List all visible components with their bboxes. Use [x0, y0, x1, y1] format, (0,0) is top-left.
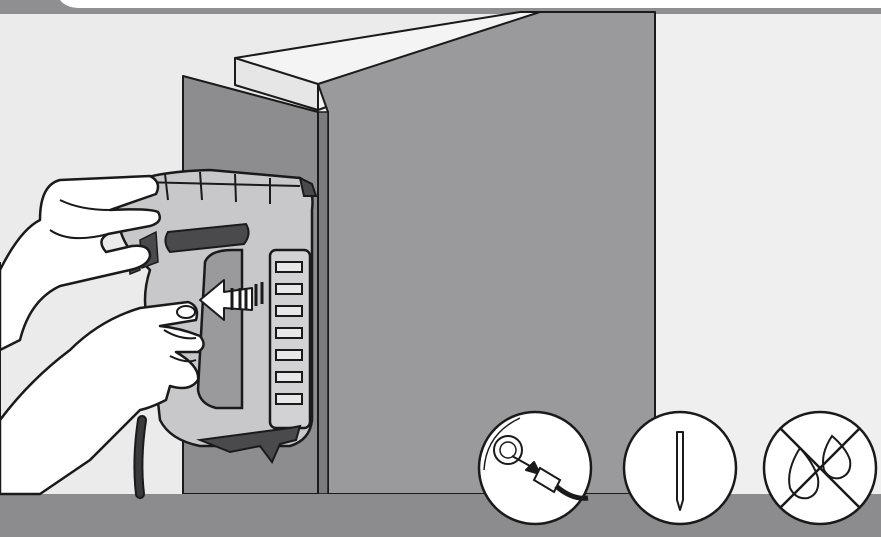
lower-hand — [0, 300, 205, 496]
nail-gun-nose — [298, 176, 318, 197]
top-board-front — [234, 57, 319, 111]
cabinet-side-panel — [317, 11, 656, 495]
nail-gun-magazine-slats — [275, 261, 303, 405]
nail-gun-top-ridges — [139, 171, 301, 204]
nail-gun-base — [196, 424, 302, 464]
upper-hand — [0, 174, 161, 352]
panel-edge — [317, 111, 329, 495]
push-direction-arrow — [199, 279, 264, 321]
plug-into-socket-icon — [477, 410, 593, 526]
no-water-icon — [762, 410, 878, 526]
bottom-band — [0, 494, 881, 537]
nail-gun-handle-opening — [196, 248, 244, 410]
nail-gun-vent-window — [164, 222, 250, 254]
top-tab — [60, 0, 881, 8]
power-cord-fill — [135, 417, 145, 497]
nail-icon — [622, 410, 738, 526]
trigger-finger-nail — [176, 305, 196, 319]
